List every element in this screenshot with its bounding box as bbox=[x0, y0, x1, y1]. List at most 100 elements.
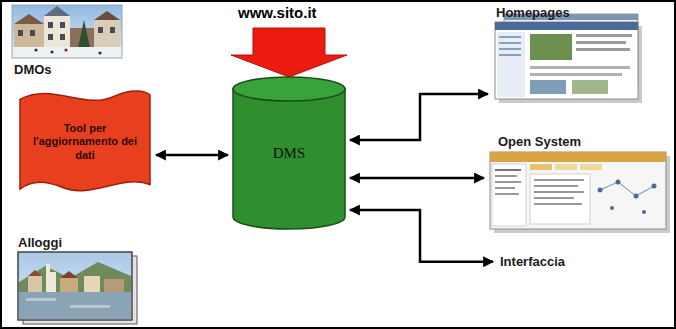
database-cylinder: DMS bbox=[232, 76, 346, 230]
open-system-screenshot-part bbox=[495, 169, 521, 171]
dmos-photo-part bbox=[12, 47, 122, 58]
dmos-photo bbox=[12, 5, 122, 58]
alloggi-photo-part bbox=[26, 298, 56, 301]
database-label: DMS bbox=[273, 144, 306, 162]
dmos-photo-part bbox=[94, 11, 120, 20]
open-system-screenshot-part bbox=[492, 164, 526, 226]
dmos-photo-part bbox=[98, 51, 101, 54]
open-system-screenshot-part bbox=[530, 164, 552, 170]
dmos-photo-part bbox=[98, 27, 103, 33]
dmos-photo-part bbox=[44, 16, 70, 52]
open-system-screenshot-part bbox=[616, 180, 621, 185]
dmos-photo-part bbox=[64, 48, 67, 51]
open-system-screenshot-part bbox=[534, 191, 584, 193]
alloggi-photo-part bbox=[19, 292, 131, 319]
alloggi-photo-part bbox=[46, 264, 50, 272]
open-system-screenshot-part bbox=[534, 185, 578, 187]
cylinder-body bbox=[233, 88, 345, 229]
alloggi-photo-part bbox=[19, 262, 131, 292]
homepages-screenshot-part bbox=[499, 54, 521, 56]
homepages-screenshot-part bbox=[530, 34, 572, 60]
homepages-screenshot-part bbox=[576, 34, 632, 37]
alloggi-photo-part bbox=[46, 272, 56, 292]
output-label: Interfaccia bbox=[500, 254, 565, 270]
open-system-screenshot-part bbox=[490, 152, 666, 229]
dmos-photo-part bbox=[12, 5, 122, 58]
homepages-screenshot bbox=[495, 14, 642, 103]
block-arrow bbox=[231, 28, 347, 77]
open-system-screenshot bbox=[490, 152, 670, 233]
alloggi-photo-part bbox=[70, 305, 110, 308]
open-system-screenshot-part bbox=[610, 206, 614, 210]
open-system-screenshot-part bbox=[580, 164, 602, 170]
dmos-photo-part bbox=[60, 34, 65, 40]
homepages-screenshot-part bbox=[576, 48, 630, 51]
open-system-screenshot-part bbox=[634, 194, 639, 199]
open-system-screenshot-part bbox=[490, 152, 666, 162]
open-system-screenshot-part bbox=[652, 184, 657, 189]
output-label-node: Interfaccia bbox=[497, 254, 568, 270]
homepages-screenshot-part bbox=[499, 48, 521, 50]
open-system-screenshot-part bbox=[555, 164, 577, 170]
banner-text: Tool per l'aggiornamento dei dati bbox=[28, 122, 142, 162]
connector-arrow bbox=[156, 154, 228, 157]
photo-node: Alloggi bbox=[14, 234, 140, 324]
homepages-screenshot-part bbox=[495, 22, 638, 30]
open-system-screenshot-part bbox=[534, 179, 584, 181]
homepages-screenshot-part bbox=[499, 36, 521, 38]
alloggi-photo-part bbox=[60, 278, 78, 292]
screenshot-node: Open System bbox=[488, 133, 672, 232]
dmos-photo-part bbox=[48, 34, 53, 40]
url-text: www.sito.it bbox=[238, 4, 317, 22]
homepages-screenshot-part bbox=[499, 42, 521, 44]
cylinder-top bbox=[233, 77, 345, 101]
homepages-screenshot-part bbox=[576, 41, 626, 44]
screenshot-label: Homepages bbox=[496, 5, 570, 21]
open-system-screenshot-part bbox=[530, 174, 590, 224]
photo-node: DMOs bbox=[10, 4, 126, 79]
open-system-screenshot-part bbox=[495, 181, 521, 183]
alloggi-photo-part bbox=[60, 271, 78, 278]
open-system-screenshot-part bbox=[495, 193, 519, 195]
alloggi-photo bbox=[18, 252, 137, 324]
open-system-screenshot-part bbox=[642, 210, 646, 214]
source-url: www.sito.it bbox=[236, 4, 319, 22]
alloggi-photo-part bbox=[104, 279, 124, 292]
dmos-photo-part bbox=[50, 50, 53, 53]
open-system-screenshot-part bbox=[495, 187, 515, 189]
dmos-photo-part bbox=[60, 22, 65, 28]
open-system-screenshot-part bbox=[495, 175, 517, 177]
dmos-photo-part bbox=[18, 30, 23, 36]
homepages-screenshot-part bbox=[495, 22, 638, 99]
banner-outline bbox=[20, 91, 150, 191]
connector-arrow bbox=[350, 94, 488, 140]
homepages-screenshot-part bbox=[530, 73, 622, 76]
tool-banner: Tool per l'aggiornamento dei dati bbox=[18, 86, 152, 198]
dmos-photo-part bbox=[110, 27, 115, 33]
alloggi-photo-part bbox=[84, 276, 100, 292]
homepages-screenshot-part bbox=[572, 80, 608, 94]
connector-arrow bbox=[350, 177, 484, 180]
open-system-screenshot-part bbox=[598, 188, 603, 193]
screenshot-label: Open System bbox=[498, 134, 581, 150]
dmos-photo-part bbox=[30, 30, 35, 36]
photo-label: Alloggi bbox=[18, 235, 62, 251]
dmos-photo-part bbox=[44, 6, 70, 16]
alloggi-photo-part bbox=[28, 276, 42, 292]
homepages-screenshot-part bbox=[530, 80, 566, 94]
homepages-screenshot-part bbox=[530, 66, 630, 69]
open-system-screenshot-part bbox=[600, 182, 654, 196]
dmos-photo-part bbox=[48, 22, 53, 28]
homepages-screenshot-part bbox=[497, 32, 525, 97]
dmos-photo-part bbox=[14, 14, 44, 24]
dmos-photo-part bbox=[12, 5, 122, 58]
open-system-screenshot-part bbox=[534, 203, 582, 205]
connector-arrow bbox=[350, 210, 493, 262]
photo-label: DMOs bbox=[14, 62, 52, 78]
alloggi-photo-part bbox=[28, 270, 42, 276]
open-system-screenshot-part bbox=[534, 197, 574, 199]
alloggi-photo-part bbox=[18, 252, 132, 320]
